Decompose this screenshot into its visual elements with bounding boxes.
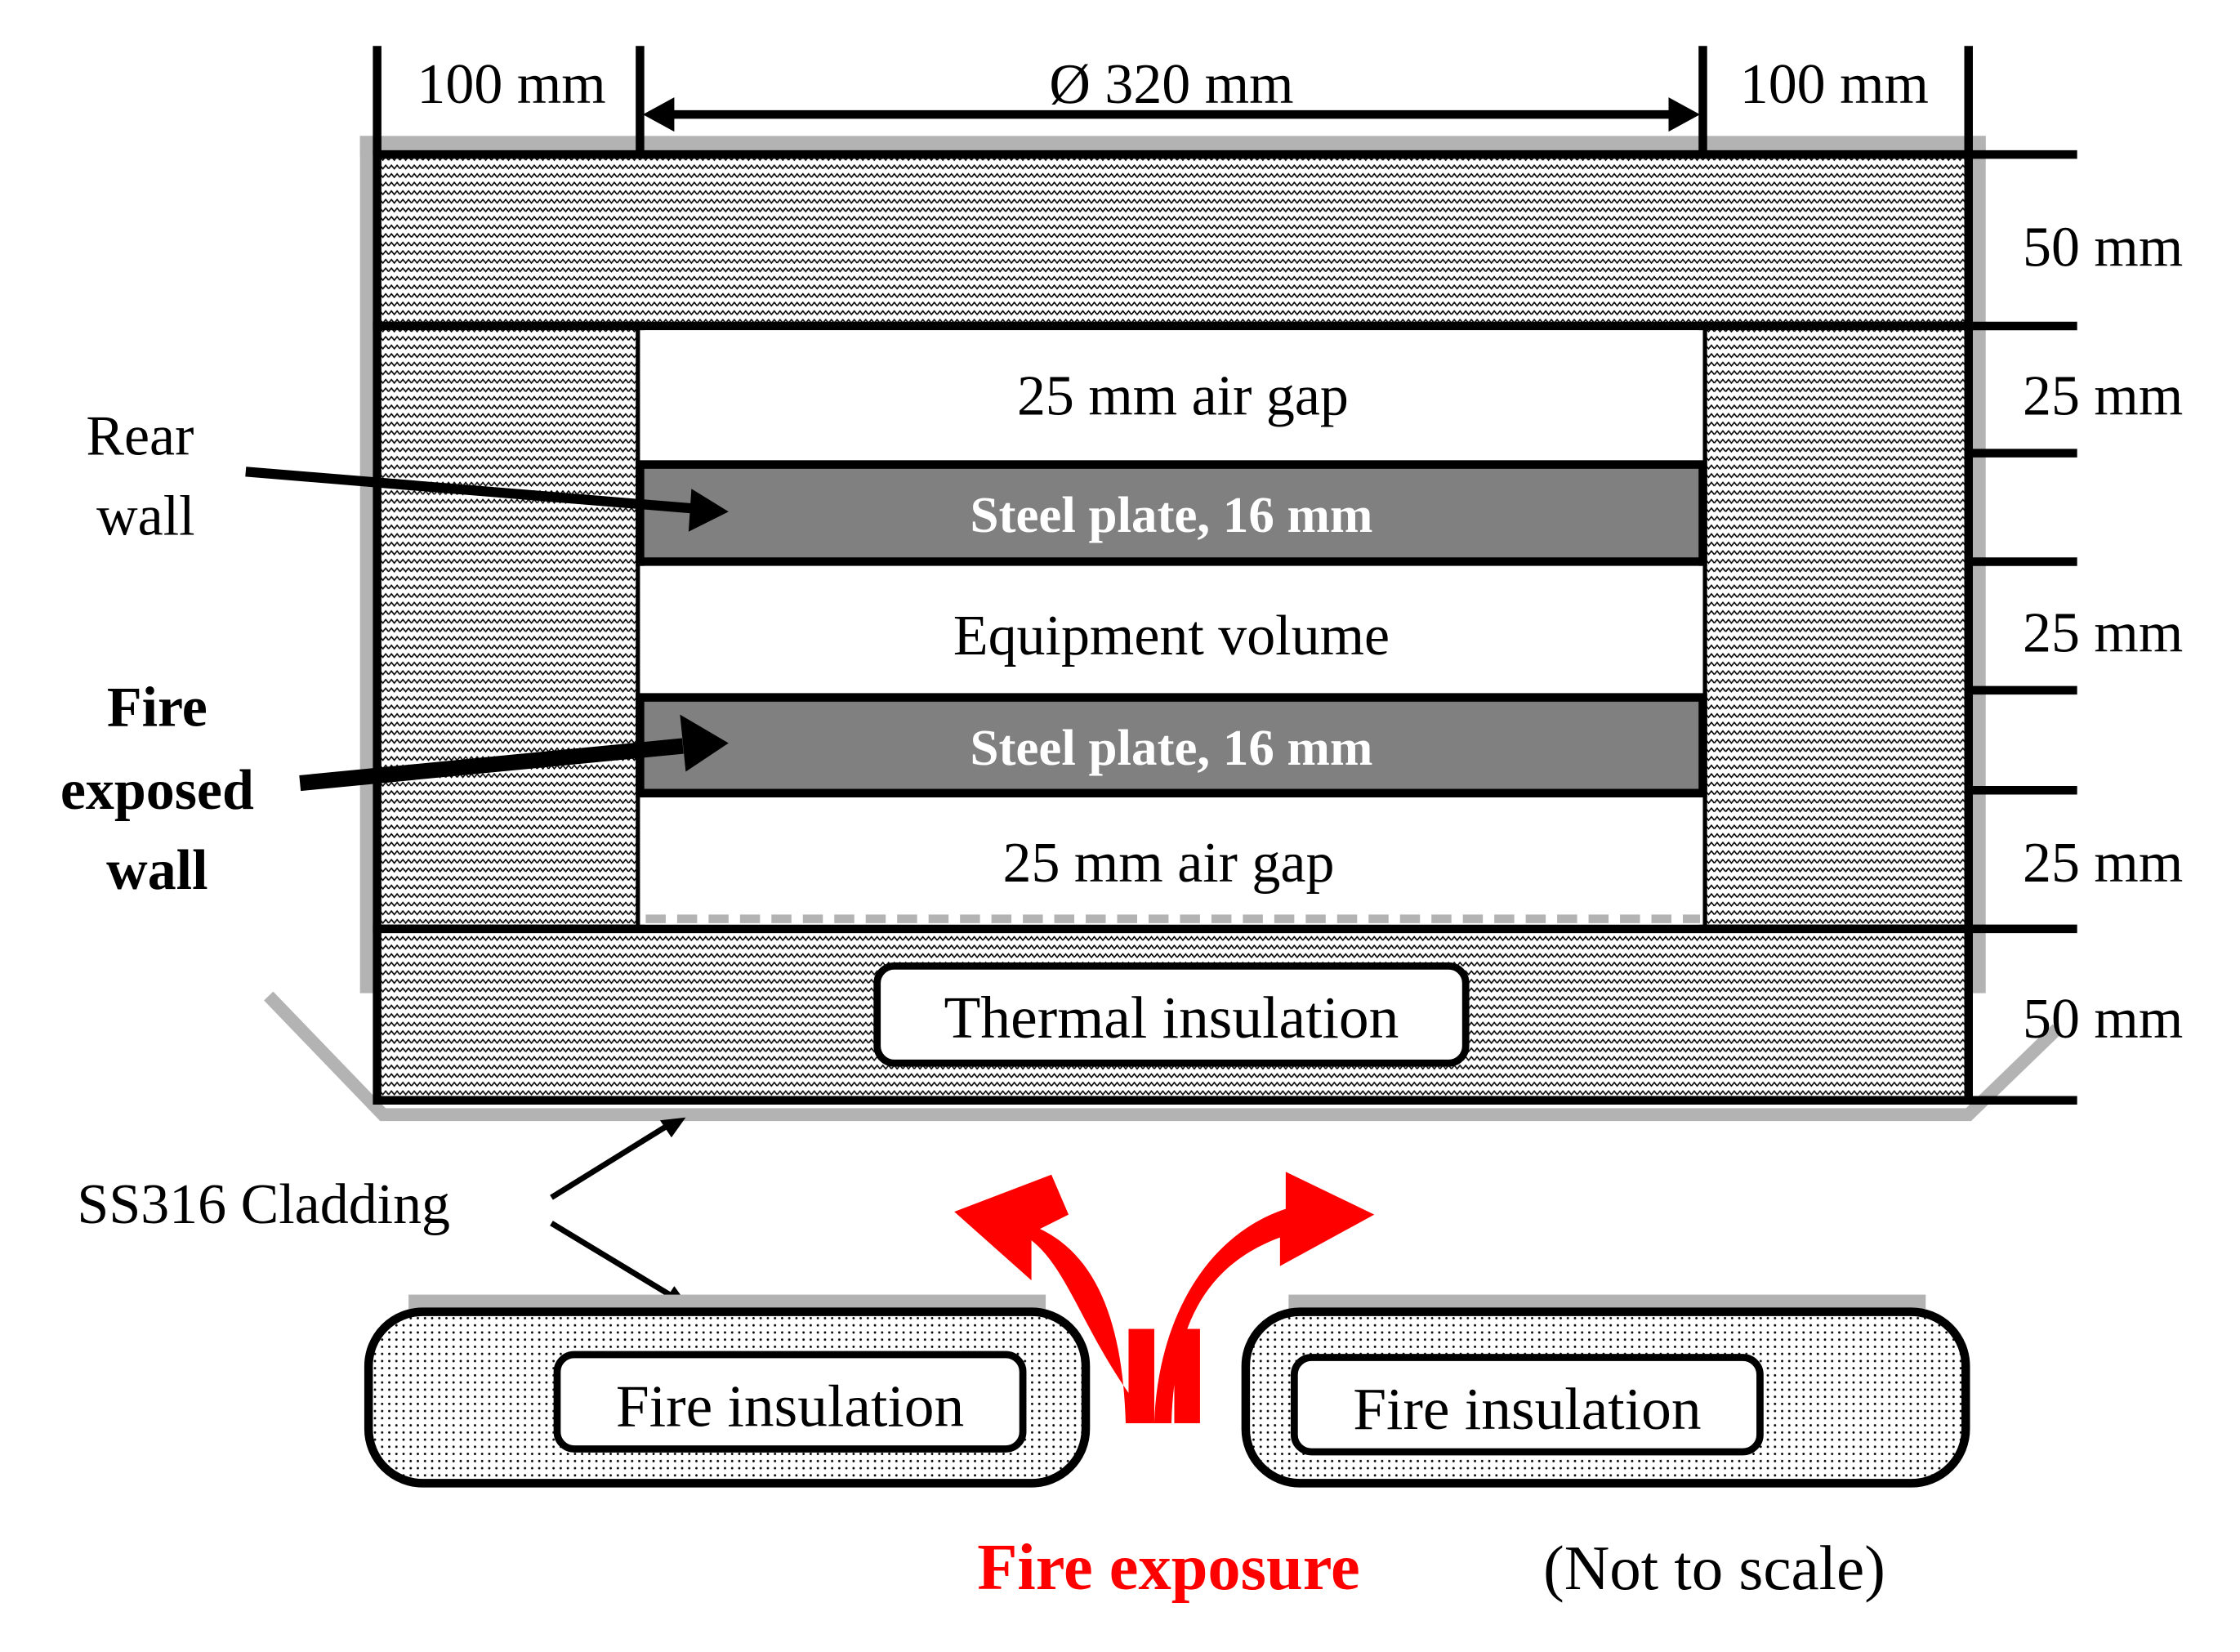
right-fire-insulation-cladding (1288, 1294, 1926, 1310)
fire-exposure-arrows-icon (954, 1172, 1375, 1423)
rear-wall-label-line2: wall (96, 484, 194, 547)
lower-air-gap-label: 25 mm air gap (1002, 832, 1334, 895)
bottom-insulation-thickness: 50 mm (2023, 988, 2183, 1051)
equipment-volume-thickness: 25 mm (2023, 602, 2183, 665)
top-insulation-thickness: 50 mm (2023, 217, 2183, 279)
right-width-label: 100 mm (1740, 53, 1929, 116)
equipment-volume-label: Equipment volume (953, 605, 1390, 667)
not-to-scale-note: (Not to scale) (1543, 1533, 1885, 1603)
lower-air-gap (640, 797, 1703, 925)
fire-wall-arrowhead-icon (680, 714, 729, 772)
rear-plate-label: Steel plate, 16 mm (971, 486, 1373, 543)
fire-steel-plate (636, 693, 1707, 798)
lower-air-gap-thickness: 25 mm (2023, 832, 2183, 895)
equipment-volume (640, 565, 1703, 698)
thermal-insulation-label-box (873, 962, 1470, 1067)
top-dimensions (373, 46, 1973, 155)
upper-air-gap-thickness: 25 mm (2023, 364, 2183, 427)
cladding-arrowhead-upper-icon (659, 1117, 686, 1138)
right-thermal-insulation (1698, 321, 1973, 934)
fire-wall-label-line1: Fire (107, 676, 207, 739)
fire-wall-label-line3: wall (106, 839, 207, 902)
dimension-arrowhead-left-icon (642, 97, 675, 132)
right-fire-insulation-label: Fire insulation (1353, 1376, 1701, 1442)
dimension-arrowhead-right-icon (1668, 97, 1700, 132)
rear-wall-arrowhead-icon (688, 489, 729, 532)
rear-wall-label-line1: Rear (86, 404, 194, 467)
rear-wall-arrow-line (245, 467, 698, 514)
cladding-arrow-upper-line (550, 1120, 673, 1200)
cladding-label: SS316 Cladding (77, 1173, 450, 1236)
inner-diameter-label: Ø 320 mm (1049, 53, 1293, 116)
rear-steel-plate (636, 460, 1707, 566)
right-fire-insulation-label-box (1290, 1354, 1764, 1456)
left-fire-insulation-label: Fire insulation (616, 1373, 964, 1439)
left-width-label: 100 mm (417, 53, 605, 116)
upper-air-gap-label: 25 mm air gap (1017, 364, 1349, 427)
top-thermal-insulation (373, 150, 1973, 331)
left-fire-insulation-label-box (553, 1351, 1027, 1453)
fire-wall-arrow-line (299, 738, 684, 792)
fire-exposure-label: Fire exposure (977, 1531, 1359, 1604)
fire-wall-label-line2: exposed (60, 759, 254, 822)
thermal-insulation-label: Thermal insulation (944, 985, 1399, 1051)
fire-plate-label: Steel plate, 16 mm (971, 719, 1373, 776)
left-thermal-insulation (373, 321, 645, 934)
cladding-arrow-lower-line (550, 1221, 676, 1301)
upper-air-gap (640, 330, 1703, 465)
left-fire-insulation-cladding (408, 1294, 1046, 1310)
right-dimensions (1968, 150, 2077, 1105)
